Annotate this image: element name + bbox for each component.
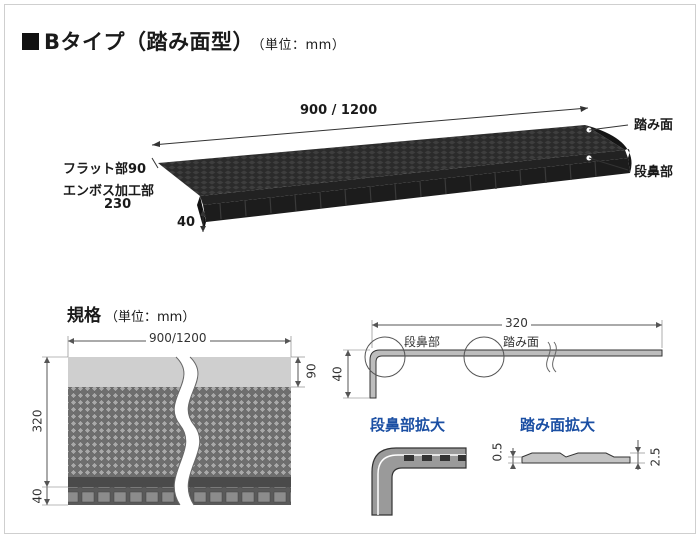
plan-nose-dim: 40 — [30, 488, 45, 504]
plan-depth-dim: 320 — [30, 409, 45, 433]
section-nose-label: 段鼻部 — [404, 335, 441, 349]
height-label: 40 — [177, 215, 196, 230]
nose-detail — [363, 435, 468, 516]
spec-title: 規格（単位：mm） — [67, 306, 196, 326]
emboss-label: エンボス加工部 — [63, 184, 155, 199]
flat-part-label: フラット部90 — [63, 162, 147, 177]
tread-label: 踏み面 — [634, 118, 674, 133]
page-title: Bタイプ（踏み面型）（単位：mm） — [22, 26, 345, 56]
emboss-value: 230 — [104, 197, 132, 212]
title-unit: （単位：mm） — [258, 38, 346, 53]
figure-frame — [4, 4, 696, 534]
thin-dim: 0.5 — [490, 442, 505, 462]
length-dimension-line — [151, 107, 589, 146]
plan-view — [68, 356, 291, 506]
plan-length-dim: 900/1200 — [146, 331, 210, 345]
spec-unit: （単位：mm） — [105, 310, 196, 325]
stair-tread-photo — [158, 125, 632, 230]
nosing-label: 段鼻部 — [634, 165, 674, 180]
section-tread-label: 踏み面 — [503, 335, 540, 349]
length-label: 900 / 1200 — [300, 103, 378, 118]
tread-detail-title: 踏み面拡大 — [520, 416, 596, 434]
tread-detail — [521, 452, 631, 464]
nosing-strip — [200, 150, 628, 205]
tread-top-surface — [158, 125, 625, 196]
section-view — [364, 336, 663, 399]
section-height-dim: 40 — [330, 366, 345, 382]
title-square-icon — [22, 33, 39, 50]
thick-dim: 2.5 — [648, 447, 663, 467]
plan-flat-dim: 90 — [304, 363, 319, 379]
section-depth-dim: 320 — [502, 316, 531, 330]
nose-detail-title: 段鼻部拡大 — [370, 416, 446, 434]
tread-front-face — [203, 158, 630, 222]
